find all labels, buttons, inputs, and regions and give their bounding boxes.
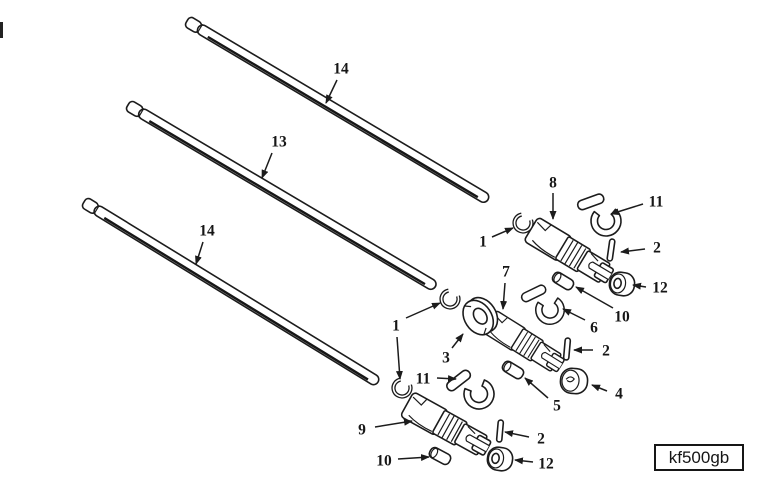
callout-label-8-3: 8 — [549, 175, 557, 192]
callout-label-6-9: 6 — [590, 320, 598, 337]
leader-line-2 — [620, 247, 646, 255]
leader-line-10 — [397, 454, 430, 462]
callout-label-7-11: 7 — [502, 264, 510, 281]
shift-assembly-8 — [522, 216, 618, 290]
callout-label-9-17: 9 — [358, 422, 366, 439]
pin-2-middle — [562, 337, 572, 361]
leader-line-5 — [524, 377, 549, 399]
leader-line-2 — [504, 430, 530, 438]
leader-line-6 — [562, 308, 586, 321]
figure-code-label: kf500gb — [668, 447, 730, 467]
roller-10-bottom — [426, 445, 454, 467]
o-ring-1-top — [515, 215, 532, 232]
callout-label-3-12: 3 — [442, 350, 450, 367]
callout-label-4-16: 4 — [615, 386, 623, 403]
leader-line-14 — [195, 241, 204, 265]
figure-code-box: kf500gb — [654, 444, 744, 471]
clip-11-top — [573, 190, 624, 238]
control-rod-14-top — [182, 14, 493, 206]
roller-10-top — [549, 269, 577, 293]
callout-label-10-8: 10 — [614, 309, 630, 326]
callout-label-5-15: 5 — [553, 398, 561, 415]
leader-line-9 — [374, 418, 413, 428]
leader-line-4 — [591, 384, 608, 392]
callout-label-2-18: 2 — [537, 431, 545, 448]
scan-artifact — [0, 22, 3, 38]
callout-label-2-6: 2 — [653, 240, 661, 257]
callout-label-2-10: 2 — [602, 343, 610, 360]
leader-line-11 — [436, 375, 457, 383]
leader-line-13 — [261, 152, 273, 179]
o-ring-1-bottom — [394, 380, 411, 397]
leader-line-1 — [491, 227, 514, 238]
leader-line-1 — [405, 302, 441, 319]
callout-label-11-5: 11 — [649, 194, 664, 211]
leader-line-14 — [325, 79, 338, 104]
bushing-12-top — [607, 270, 637, 298]
callout-label-1-13: 1 — [392, 318, 400, 335]
callout-label-12-7: 12 — [652, 280, 668, 297]
pin-2-top — [606, 237, 616, 263]
leader-line-3 — [451, 333, 464, 349]
callout-label-1-4: 1 — [479, 234, 487, 251]
knob-4 — [558, 366, 590, 396]
bushing-12-bottom — [485, 445, 515, 473]
clip-11-bottom — [441, 362, 498, 417]
leader-line-11 — [610, 203, 644, 215]
leader-line-1 — [395, 336, 403, 380]
roller-5 — [499, 358, 527, 382]
callout-label-14-0: 14 — [333, 61, 349, 78]
leader-line-12 — [632, 282, 647, 290]
leader-line-12 — [514, 457, 534, 465]
o-ring-1-middle — [442, 291, 459, 308]
pin-2-bottom — [495, 419, 505, 443]
callout-label-14-2: 14 — [199, 223, 215, 240]
callout-label-11-14: 11 — [416, 371, 431, 388]
leader-line-7 — [500, 282, 508, 310]
callout-label-12-20: 12 — [538, 456, 554, 473]
callout-label-10-19: 10 — [376, 453, 392, 470]
leader-line-10 — [575, 286, 614, 309]
clip-6 — [519, 282, 566, 327]
callout-label-13-1: 13 — [271, 134, 287, 151]
